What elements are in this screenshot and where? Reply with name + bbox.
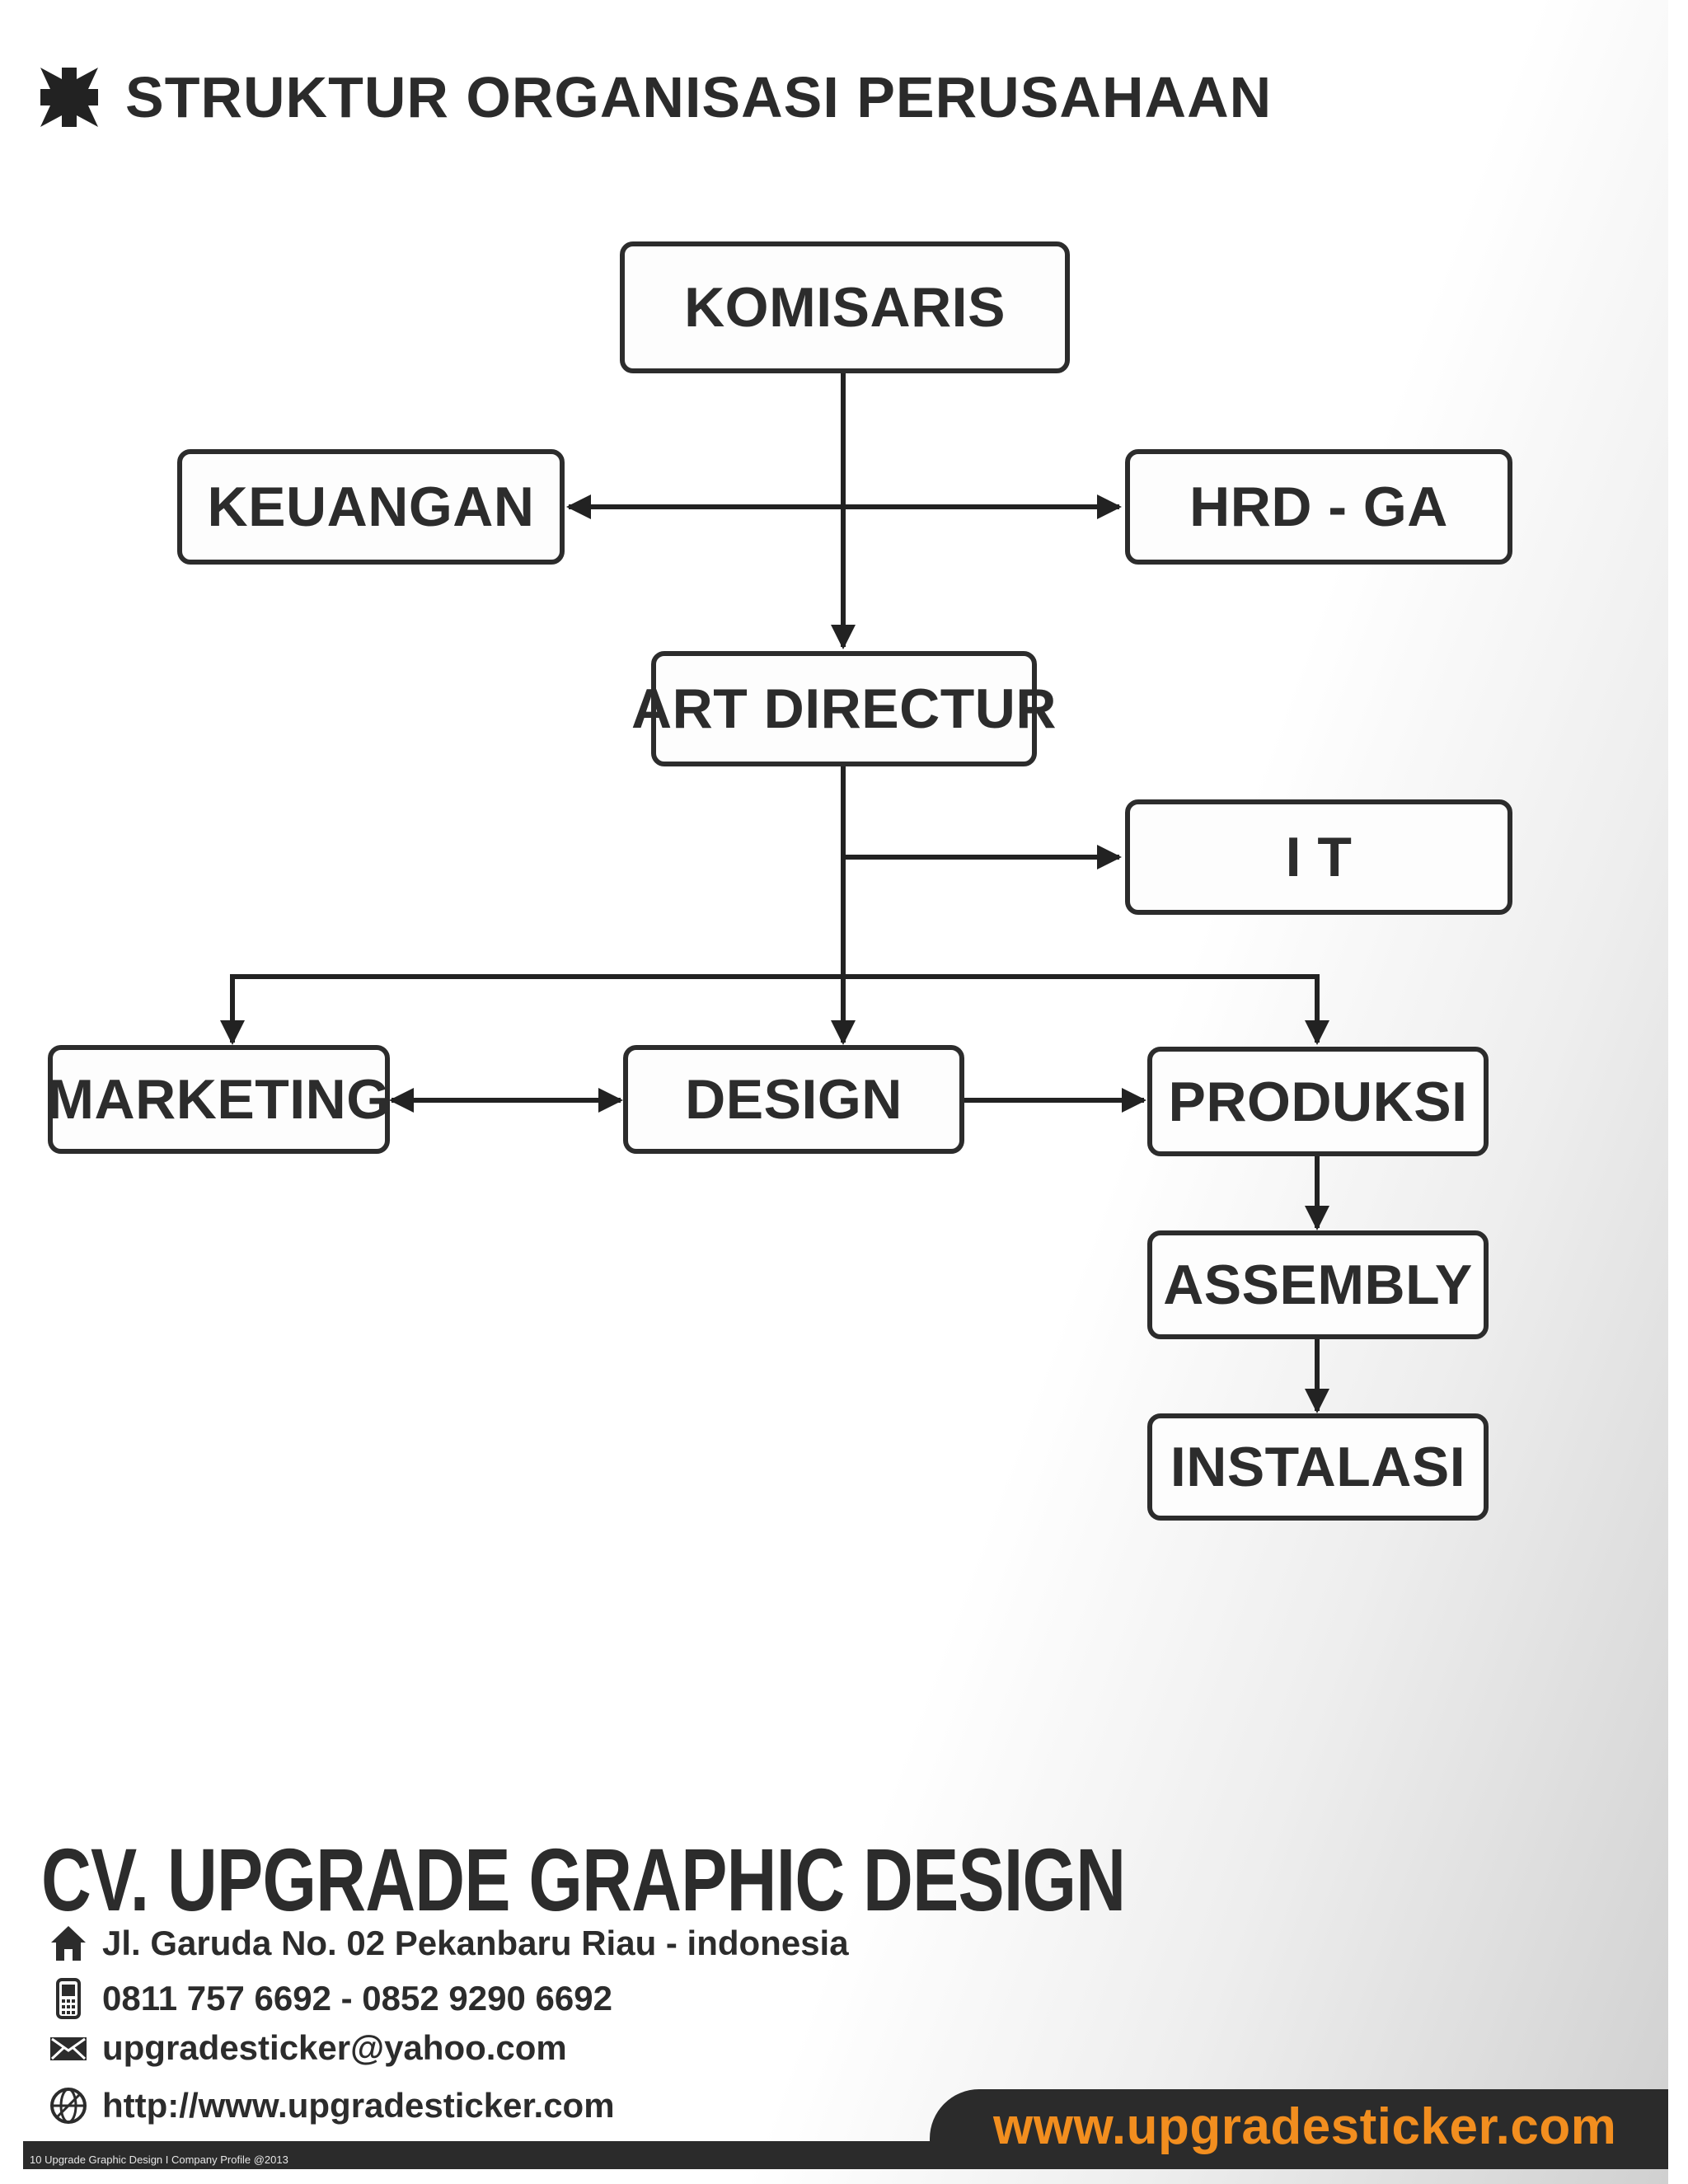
mobile-phone-icon [56,1978,81,2019]
email-row: upgradesticker@yahoo.com [48,2027,567,2069]
phone-text: 0811 757 6692 - 0852 9290 6692 [102,1979,612,2018]
address-row: Jl. Garuda No. 02 Pekanbaru Riau - indon… [48,1923,849,1964]
footer-bar [23,2141,1668,2169]
address-text: Jl. Garuda No. 02 Pekanbaru Riau - indon… [102,1924,849,1962]
node-it: I T [1125,799,1512,915]
company-name: CV. UPGRADE GRAPHIC DESIGN [41,1830,1126,1929]
footer-url-link[interactable]: www.upgradesticker.com [993,2098,1617,2155]
globe-icon [50,2088,87,2124]
node-komisaris: KOMISARIS [620,241,1070,373]
email-link[interactable]: upgradesticker@yahoo.com [102,2028,567,2067]
node-produksi: PRODUKSI [1147,1047,1489,1156]
node-art-director: ART DIRECTUR [631,651,1056,766]
footer-note: 10 Upgrade Graphic Design I Company Prof… [30,2154,288,2166]
phone-row: 0811 757 6692 - 0852 9290 6692 [48,1978,612,2019]
page-title: STRUKTUR ORGANISASI PERUSAHAAN [125,65,1273,129]
page-edge [1668,0,1688,2184]
envelope-icon [50,2037,87,2060]
node-hrd-ga: HRD - GA [1125,449,1512,565]
website-link[interactable]: http://www.upgradesticker.com [102,2086,615,2125]
node-keuangan: KEUANGAN [177,449,565,565]
website-row: http://www.upgradesticker.com [48,2085,615,2126]
home-icon [51,1926,86,1961]
node-assembly: ASSEMBLY [1147,1230,1489,1339]
node-instalasi: INSTALASI [1147,1413,1489,1521]
node-design: DESIGN [623,1045,964,1154]
maltese-cross-icon [40,68,98,127]
node-marketing: MARKETING [47,1045,390,1154]
